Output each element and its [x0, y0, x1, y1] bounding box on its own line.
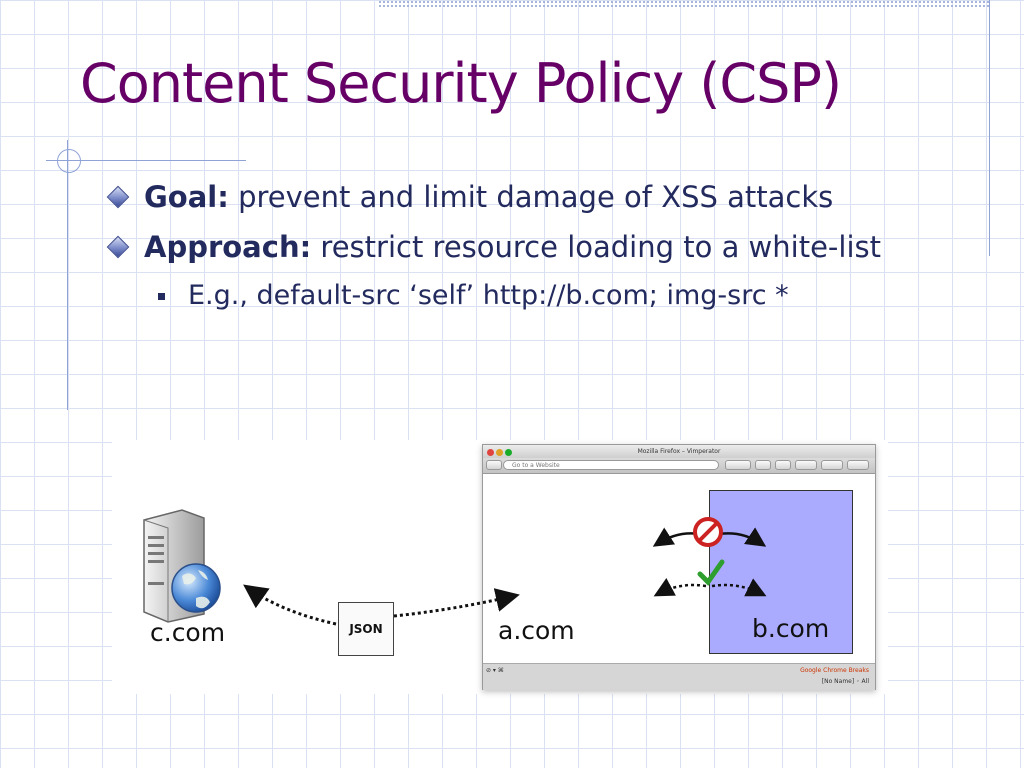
- right-rule: [989, 0, 990, 256]
- url-bar[interactable]: Go to a Website: [503, 460, 719, 470]
- flow-arrows: [243, 517, 767, 626]
- browser-toolbar: Go to a Website: [483, 458, 875, 474]
- search-engine-button[interactable]: [725, 460, 751, 470]
- square-bullet-icon: [158, 293, 165, 300]
- slide-title: Content Security Policy (CSP): [80, 52, 842, 115]
- arrow-allowed-right: [711, 578, 767, 597]
- status-right-text: Google Chrome Breaks: [800, 667, 869, 674]
- bookmarks-button[interactable]: [795, 460, 817, 470]
- json-box: JSON: [338, 602, 394, 656]
- toolbar-menu-button[interactable]: [821, 460, 843, 470]
- checkmark-icon: [697, 559, 725, 586]
- b-com-frame: [709, 490, 853, 654]
- arrow-allowed-left: [653, 578, 707, 597]
- status-mode-text: [No Name] ◦ All: [821, 678, 869, 685]
- server-globe-icon: [143, 509, 221, 623]
- left-rule: [67, 140, 68, 410]
- bullet-goal: Goal: prevent and limit damage of XSS at…: [106, 180, 834, 214]
- browser-window: Mozilla Firefox – Vimperator Go to a Web…: [482, 444, 876, 690]
- title-rule: [46, 160, 246, 161]
- bullet-approach: Approach: restrict resource loading to a…: [106, 230, 881, 264]
- status-left-text: ⊘ ▾ ⌘: [486, 667, 504, 674]
- bullet-approach-text: restrict resource loading to a white-lis…: [320, 230, 881, 264]
- origin-label: a.com: [498, 616, 575, 645]
- back-button[interactable]: [486, 460, 502, 470]
- reply-button[interactable]: [847, 460, 869, 470]
- browser-window-title: Mozilla Firefox – Vimperator: [637, 448, 721, 455]
- bullet-approach-label: Approach:: [144, 230, 312, 264]
- minimize-dot-icon[interactable]: [496, 449, 503, 456]
- server-label: c.com: [150, 618, 226, 647]
- sub-bullet-example: E.g., default-src ‘self’ http://b.com; i…: [158, 280, 789, 311]
- bullet-goal-label: Goal:: [144, 180, 229, 214]
- header-dot-band: [378, 0, 990, 8]
- home-button[interactable]: [775, 460, 791, 470]
- arrow-json-to-origin: [393, 588, 520, 618]
- browser-titlebar: Mozilla Firefox – Vimperator: [483, 445, 875, 458]
- sub-bullet-text: E.g., default-src ‘self’ http://b.com; i…: [188, 280, 789, 311]
- browser-statusbar: ⊘ ▾ ⌘ Google Chrome Breaks [No Name] ◦ A…: [483, 663, 875, 690]
- download-button[interactable]: [755, 460, 771, 470]
- zoom-dot-icon[interactable]: [505, 449, 512, 456]
- close-dot-icon[interactable]: [487, 449, 494, 456]
- browser-content: [483, 474, 875, 663]
- bullet-goal-text: prevent and limit damage of XSS attacks: [238, 180, 834, 214]
- window-controls: [487, 448, 514, 461]
- csp-diagram: c.com JSON Mozilla Firefox – Vimperator …: [112, 440, 888, 694]
- rule-circle-ornament: [57, 149, 81, 173]
- frame-label: b.com: [752, 614, 830, 643]
- arrow-json-to-server: [243, 584, 337, 626]
- prohibited-icon: [693, 517, 723, 547]
